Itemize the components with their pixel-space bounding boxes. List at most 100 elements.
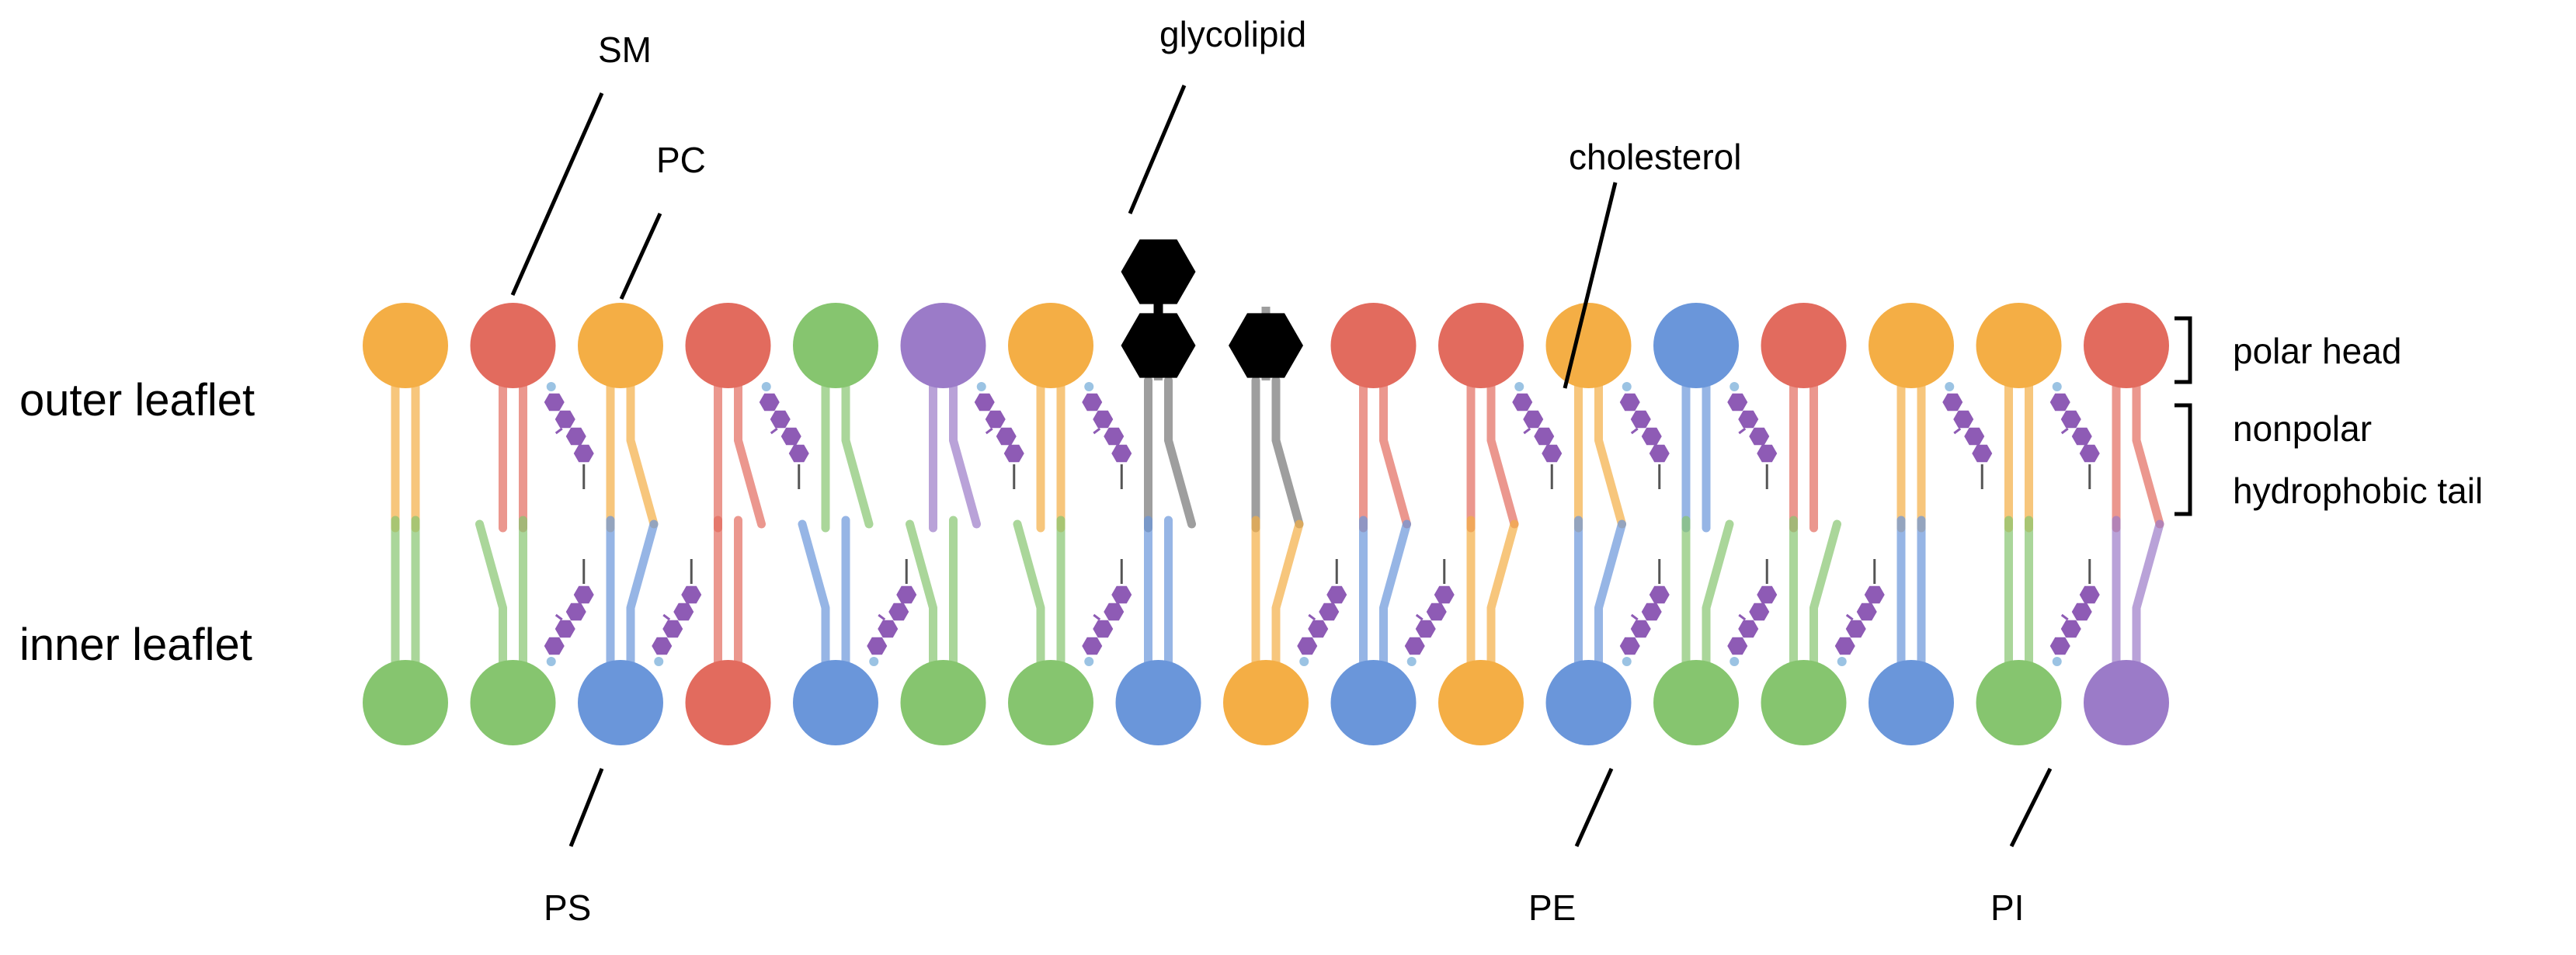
inner-lipid-tail [1594, 519, 1626, 672]
inner-pc-head [1438, 660, 1524, 745]
nonpolar-tail-bracket [2174, 403, 2192, 516]
cholesterol-ring [1111, 585, 1132, 604]
cholesterol-ring [1845, 620, 1866, 638]
cholesterol-molecule [1512, 382, 1563, 489]
inner-ps-head [1545, 660, 1632, 745]
cholesterol-ring [652, 637, 673, 655]
inner-pe-head [1976, 660, 2062, 745]
cholesterol-molecule [1082, 559, 1132, 666]
cholesterol-molecule [1619, 559, 1670, 666]
outer-pc-head [1869, 303, 1954, 388]
cholesterol-molecule [1082, 382, 1132, 489]
cholesterol-ring [1641, 427, 1662, 446]
pe-label: PE [1528, 887, 1576, 928]
sm-leader-line [510, 92, 604, 297]
outer-pi-head [900, 303, 986, 388]
inner-pe-head [363, 660, 448, 745]
outer-sm-head [2084, 303, 2169, 388]
inner-ps-head [1869, 660, 1954, 745]
cholesterol-ring [1649, 444, 1670, 463]
cholesterol-ring [1749, 603, 1770, 621]
outer-pc-head [1545, 303, 1632, 388]
inner-lipid-tail [906, 519, 937, 672]
inner-lipid-tail [475, 519, 507, 672]
cholesterol-ring [1953, 410, 1974, 429]
ps-leader-line [568, 768, 604, 847]
inner-pi-head [2084, 660, 2169, 745]
cholesterol-ring [1082, 637, 1103, 655]
outer-pe-head [793, 303, 878, 388]
pi-label: PI [1990, 887, 2024, 928]
cholesterol-hydroxyl [2052, 657, 2062, 666]
inner-pe-head [470, 660, 556, 745]
cholesterol-leader-line [1563, 182, 1618, 389]
outer-lipid-tail [1164, 376, 1196, 529]
nonpolar-label: nonpolar [2233, 408, 2372, 449]
cholesterol-ring [1630, 410, 1651, 429]
sugar-hexagon [1121, 239, 1196, 304]
cholesterol-branch [1953, 427, 1962, 435]
cholesterol-ring [1727, 637, 1748, 655]
cholesterol-ring [788, 444, 809, 463]
cholesterol-ring [1641, 603, 1662, 621]
cholesterol-ring [2071, 603, 2092, 621]
inner-lipid-tail [798, 519, 830, 672]
cholesterol-ring [1619, 637, 1640, 655]
cholesterol-branch [985, 427, 993, 435]
cholesterol-ring [2079, 444, 2100, 463]
cholesterol-ring [1326, 585, 1347, 604]
polar-head-bracket [2174, 316, 2192, 384]
cholesterol-ring [1757, 585, 1778, 604]
cholesterol-hydroxyl [761, 382, 771, 391]
outer-lipid-tail [1271, 376, 1304, 529]
cholesterol-ring [1297, 637, 1318, 655]
outer-pc-head [578, 303, 663, 388]
cholesterol-ring [888, 603, 909, 621]
sugar-link [1153, 299, 1163, 322]
callout-leaders [510, 85, 2053, 848]
cholesterol-ring [770, 410, 791, 429]
cholesterol-ring [554, 410, 575, 429]
cholesterol-branch [554, 427, 563, 435]
cholesterol-ring [681, 585, 702, 604]
cholesterol-branch [1845, 613, 1854, 621]
cholesterol-branch [1738, 427, 1747, 435]
lipid-heads [363, 303, 2169, 745]
cholesterol-ring [1415, 620, 1436, 638]
sugar-hexagon [1121, 313, 1196, 378]
cholesterol-ring [1972, 444, 1993, 463]
cholesterol-ring [1082, 393, 1103, 412]
cholesterol-molecule [1727, 382, 1778, 489]
cholesterol-molecules [544, 382, 2100, 666]
cholesterol-hydroxyl [1084, 382, 1094, 391]
cholesterol-ring [1104, 427, 1125, 446]
cholesterol-ring [554, 620, 575, 638]
cholesterol-hydroxyl [1299, 657, 1309, 666]
cholesterol-ring [1308, 620, 1329, 638]
inner-lipid-tail [626, 519, 659, 672]
cholesterol-branch [878, 613, 886, 621]
cholesterol-ring [1093, 620, 1114, 638]
cholesterol-ring [565, 427, 586, 446]
inner-leaflet-label: inner leaflet [19, 620, 252, 670]
cholesterol-ring [867, 637, 888, 655]
pc-label: PC [656, 140, 706, 180]
cholesterol-ring [2060, 410, 2081, 429]
cholesterol-ring [544, 637, 565, 655]
cholesterol-molecule [1297, 559, 1347, 666]
inner-ps-head [793, 660, 878, 745]
cholesterol-molecule [2049, 559, 2100, 666]
cholesterol-ring [1856, 603, 1877, 621]
inner-ps-head [1330, 660, 1417, 745]
cholesterol-molecule [544, 559, 594, 666]
cholesterol-ring [2079, 585, 2100, 604]
inner-pe-head [1761, 660, 1847, 745]
cholesterol-label: cholesterol [1569, 137, 1741, 177]
cholesterol-branch [554, 613, 563, 621]
inner-ps-head [1115, 660, 1201, 745]
cholesterol-branch [1415, 613, 1424, 621]
cholesterol-molecule [652, 559, 702, 666]
cholesterol-ring [2049, 393, 2070, 412]
cholesterol-hydroxyl [1514, 382, 1524, 391]
cholesterol-ring [878, 620, 899, 638]
